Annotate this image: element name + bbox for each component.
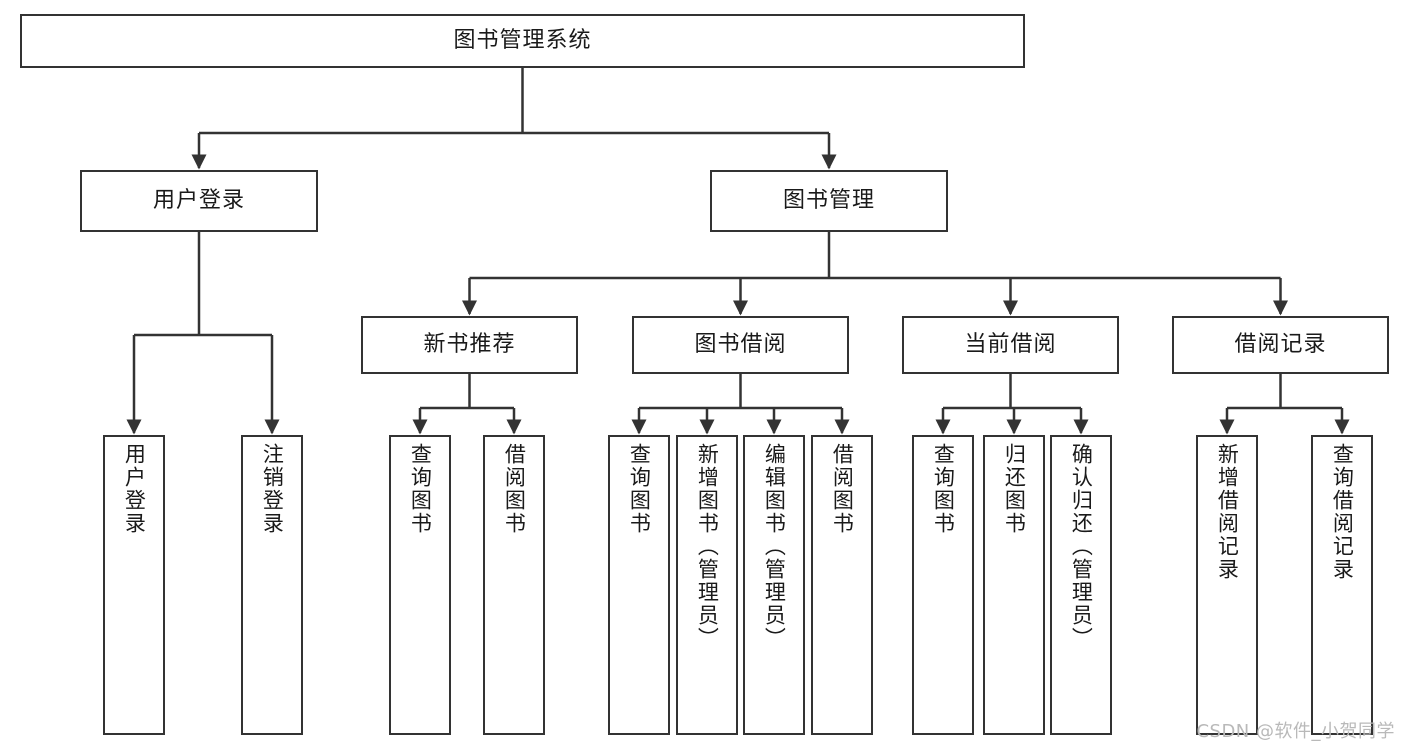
- node-leaf-edit-book[interactable]: 编辑图书（管理员）: [743, 435, 805, 735]
- node-borrow-record[interactable]: 借阅记录: [1172, 316, 1389, 374]
- node-leaf-borrow-book-2-label: 借阅图书: [830, 443, 855, 535]
- node-leaf-query-book-1[interactable]: 查询图书: [389, 435, 451, 735]
- node-borrow-record-label: 借阅记录: [1234, 332, 1327, 358]
- node-leaf-return-book[interactable]: 归还图书: [983, 435, 1045, 735]
- node-current-borrow-label: 当前借阅: [964, 332, 1057, 358]
- node-book-manage-label: 图书管理: [782, 188, 875, 214]
- node-leaf-edit-book-label: 编辑图书（管理员）: [762, 443, 787, 650]
- node-book-borrow-label: 图书借阅: [694, 332, 787, 358]
- node-leaf-confirm-return[interactable]: 确认归还（管理员）: [1050, 435, 1112, 735]
- node-leaf-add-book-label: 新增图书（管理员）: [695, 443, 720, 650]
- node-leaf-query-book-1-label: 查询图书: [408, 443, 433, 535]
- node-leaf-add-book[interactable]: 新增图书（管理员）: [676, 435, 738, 735]
- node-user-login[interactable]: 用户登录: [80, 170, 318, 232]
- node-root-label: 图书管理系统: [453, 28, 592, 54]
- node-leaf-user-login-label: 用户登录: [122, 443, 147, 535]
- node-new-book-recommend-label: 新书推荐: [423, 332, 516, 358]
- node-leaf-query-record[interactable]: 查询借阅记录: [1311, 435, 1373, 735]
- node-leaf-query-book-2[interactable]: 查询图书: [608, 435, 670, 735]
- node-leaf-logout-login[interactable]: 注销登录: [241, 435, 303, 735]
- node-leaf-add-record[interactable]: 新增借阅记录: [1196, 435, 1258, 735]
- node-leaf-query-book-3[interactable]: 查询图书: [912, 435, 974, 735]
- node-leaf-confirm-return-label: 确认归还（管理员）: [1069, 443, 1094, 650]
- csdn-watermark: CSDN @软件_小贺同学: [1196, 721, 1395, 742]
- node-leaf-return-book-label: 归还图书: [1002, 443, 1027, 535]
- node-leaf-add-record-label: 新增借阅记录: [1215, 443, 1240, 581]
- node-book-borrow[interactable]: 图书借阅: [632, 316, 849, 374]
- node-leaf-query-book-3-label: 查询图书: [931, 443, 956, 535]
- node-leaf-query-book-2-label: 查询图书: [627, 443, 652, 535]
- node-new-book-recommend[interactable]: 新书推荐: [361, 316, 578, 374]
- node-leaf-query-record-label: 查询借阅记录: [1330, 443, 1355, 581]
- node-leaf-borrow-book-2[interactable]: 借阅图书: [811, 435, 873, 735]
- node-leaf-borrow-book-1[interactable]: 借阅图书: [483, 435, 545, 735]
- node-leaf-user-login[interactable]: 用户登录: [103, 435, 165, 735]
- node-current-borrow[interactable]: 当前借阅: [902, 316, 1119, 374]
- node-leaf-logout-login-label: 注销登录: [260, 443, 285, 535]
- node-user-login-label: 用户登录: [152, 188, 245, 214]
- node-book-manage[interactable]: 图书管理: [710, 170, 948, 232]
- node-root[interactable]: 图书管理系统: [20, 14, 1025, 68]
- node-leaf-borrow-book-1-label: 借阅图书: [502, 443, 527, 535]
